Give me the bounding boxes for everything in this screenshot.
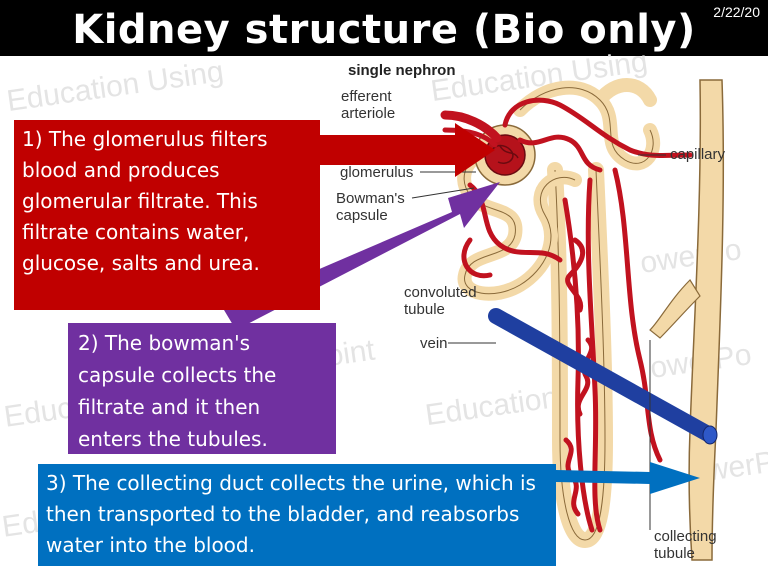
vein-vessel-end bbox=[702, 425, 718, 445]
efferent-arteriole-vessel bbox=[440, 110, 502, 143]
callout-arrow-collecting bbox=[556, 462, 700, 494]
callout-glomerulus: 1) The glomerulus filters blood and prod… bbox=[14, 120, 320, 310]
callout-arrow-glomerulus bbox=[320, 123, 495, 177]
label-capillary: capillary bbox=[670, 146, 726, 163]
diagram-heading: single nephron bbox=[348, 62, 456, 79]
label-vein: vein bbox=[420, 335, 448, 352]
vein-vessel bbox=[488, 308, 716, 442]
slide-title: Kidney structure (Bio only) bbox=[72, 7, 696, 53]
slide-date: 2/22/20 bbox=[713, 4, 760, 20]
label-collecting-tubule: collecting tubule bbox=[654, 528, 717, 562]
label-convoluted-tubule: convoluted tubule bbox=[404, 284, 477, 318]
loop-of-henle-outline bbox=[554, 169, 606, 541]
label-bowmans-capsule: Bowman's capsule bbox=[336, 190, 405, 224]
collecting-duct-branch bbox=[649, 279, 701, 339]
callout-bowmans-capsule: 2) The bowman's capsule collects the fil… bbox=[68, 323, 336, 454]
title-bar: Kidney structure (Bio only) 2/22/20 bbox=[0, 0, 768, 56]
label-glomerulus: glomerulus bbox=[340, 164, 414, 181]
callout-collecting-duct: 3) The collecting duct collects the urin… bbox=[38, 464, 556, 566]
leader-lines bbox=[411, 154, 666, 530]
glomerulus-detail bbox=[491, 144, 519, 164]
label-efferent-arteriole: efferent arteriole bbox=[341, 88, 396, 122]
